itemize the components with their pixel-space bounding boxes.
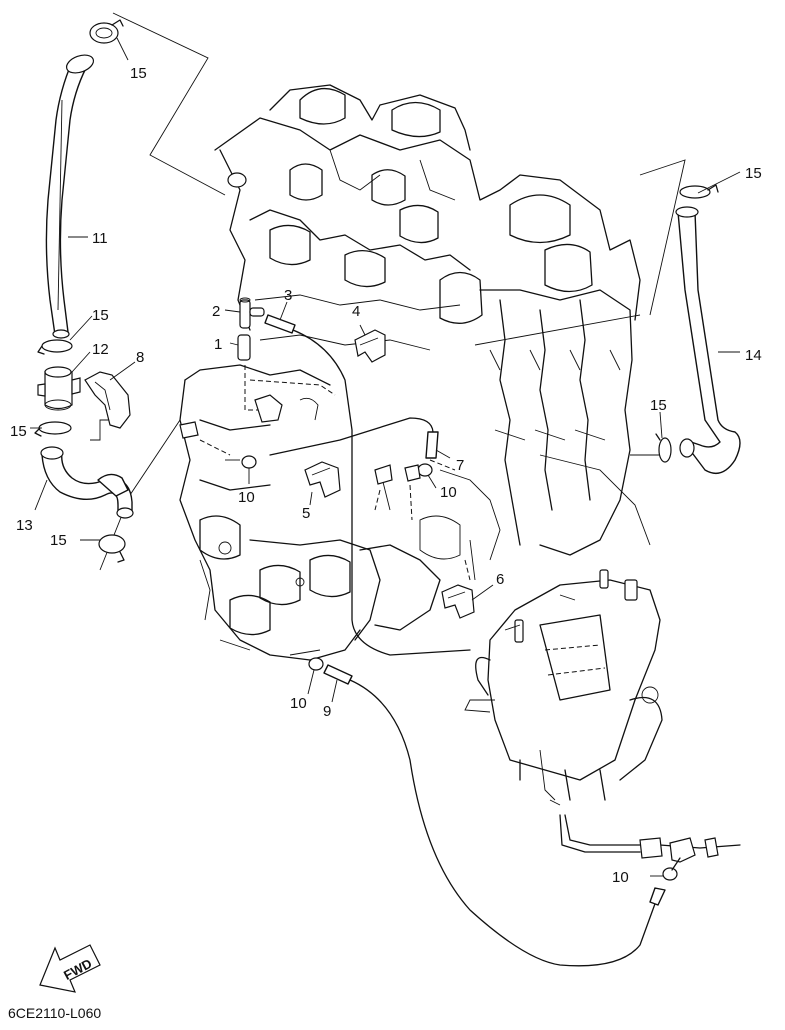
hose-1 — [237, 334, 251, 361]
callout-6: 6 — [496, 571, 504, 588]
callout-12: 12 — [92, 341, 109, 358]
callout-15-c: 15 — [10, 423, 27, 440]
callout-9: 9 — [323, 703, 331, 720]
callout-3: 3 — [284, 287, 292, 304]
callout-15-d: 15 — [50, 532, 67, 549]
callout-7: 7 — [456, 457, 464, 474]
clamp-15-right-mid — [655, 433, 672, 463]
clamp-10-d — [662, 867, 678, 881]
vapor-separator — [464, 569, 741, 871]
callout-11: 11 — [92, 230, 108, 247]
callout-15-a: 15 — [130, 65, 147, 82]
hose-3 — [264, 314, 471, 656]
clamp-10-c — [308, 657, 324, 671]
callout-10-c: 10 — [290, 695, 307, 712]
clamp-10-a — [225, 455, 257, 469]
joint-12 — [37, 366, 81, 411]
callout-10-d: 10 — [612, 869, 629, 886]
callout-15-f: 15 — [650, 397, 667, 414]
holder-4 — [354, 329, 386, 363]
clamp-15-right-top — [679, 184, 719, 199]
callout-1: 1 — [214, 336, 222, 353]
leader-lines — [30, 37, 741, 877]
guide-lines — [90, 12, 686, 806]
clamp-15-low — [34, 421, 72, 437]
callout-4: 4 — [352, 303, 360, 320]
callout-8: 8 — [136, 349, 144, 366]
callout-5: 5 — [302, 505, 310, 522]
clamp-10-b — [417, 463, 433, 477]
callout-10-a: 10 — [238, 489, 255, 506]
hose-14 — [675, 206, 741, 474]
diagram-code: 6CE2110-L060 — [8, 1005, 101, 1021]
holder-6 — [441, 584, 475, 619]
callout-10-b: 10 — [440, 484, 457, 501]
holder-5 — [304, 461, 341, 498]
hose-13 — [40, 446, 134, 519]
hose-7 — [269, 417, 439, 459]
callout-14: 14 — [745, 347, 762, 364]
engine-block — [179, 84, 641, 661]
callout-15-b: 15 — [92, 307, 109, 324]
callout-2: 2 — [212, 303, 220, 320]
tee-joint-2 — [239, 297, 265, 329]
clamp-15-top — [89, 19, 124, 44]
fwd-arrow: FWD — [39, 944, 101, 993]
fittings — [179, 172, 421, 485]
callout-13: 13 — [16, 517, 33, 534]
hose-11 — [45, 54, 95, 339]
clamp-15-bottom — [98, 534, 126, 563]
clamp-15-mid — [37, 339, 73, 355]
bracket-8 — [84, 371, 131, 429]
callout-15-e: 15 — [745, 165, 762, 182]
callouts: 15 11 15 12 8 15 13 15 2 3 1 4 10 5 7 10… — [10, 65, 762, 886]
hose-9 — [323, 664, 666, 967]
